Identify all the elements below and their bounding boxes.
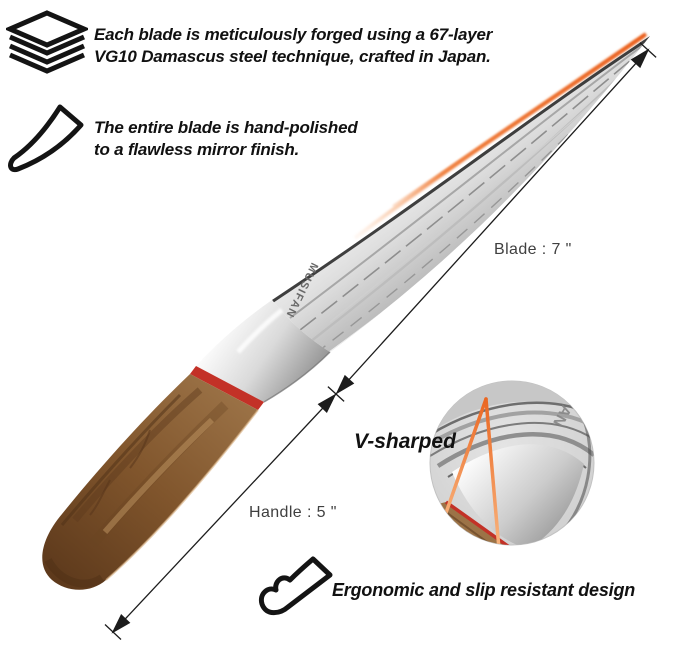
handle-icon [258, 556, 333, 616]
knife-blade: MUSIFAN [272, 36, 650, 352]
blade-dim-arrow-heel [335, 374, 355, 395]
v-edge-left-line [439, 397, 488, 529]
feature-forged-line2: VG10 Damascus steel technique, crafted i… [94, 47, 491, 66]
feature-polished-line2: to a flawless mirror finish. [94, 140, 300, 159]
blade-dimension-label: Blade : 7 " [494, 241, 572, 258]
layers-icon [6, 10, 88, 74]
handle-dimension-label: Handle : 5 " [249, 504, 337, 521]
v-sharped-label: V-sharped [354, 430, 456, 453]
blade-dimension [327, 42, 657, 402]
handle-dim-arrow-butt [111, 614, 131, 634]
knife-spacer [190, 366, 264, 410]
handle-dimension [104, 393, 337, 640]
feature-ergonomic: Ergonomic and slip resistant design [332, 579, 635, 601]
knife-handle [42, 374, 259, 590]
edge-detail-inset: AN [429, 380, 595, 546]
blade-icon [8, 104, 84, 173]
feature-forged: Each blade is meticulously forged using … [94, 24, 492, 68]
feature-polished: The entire blade is hand-polished to a f… [94, 117, 358, 161]
feature-ergonomic-line1: Ergonomic and slip resistant design [332, 580, 636, 600]
feature-polished-line1: The entire blade is hand-polished [94, 118, 358, 137]
edge-glow [353, 32, 648, 240]
knife-bolster [196, 300, 331, 403]
v-edge-right-line [484, 397, 501, 545]
blade-dim-arrow-tip [630, 48, 650, 69]
handle-dim-arrow-top [317, 393, 337, 413]
feature-forged-line1: Each blade is meticulously forged using … [94, 25, 493, 44]
